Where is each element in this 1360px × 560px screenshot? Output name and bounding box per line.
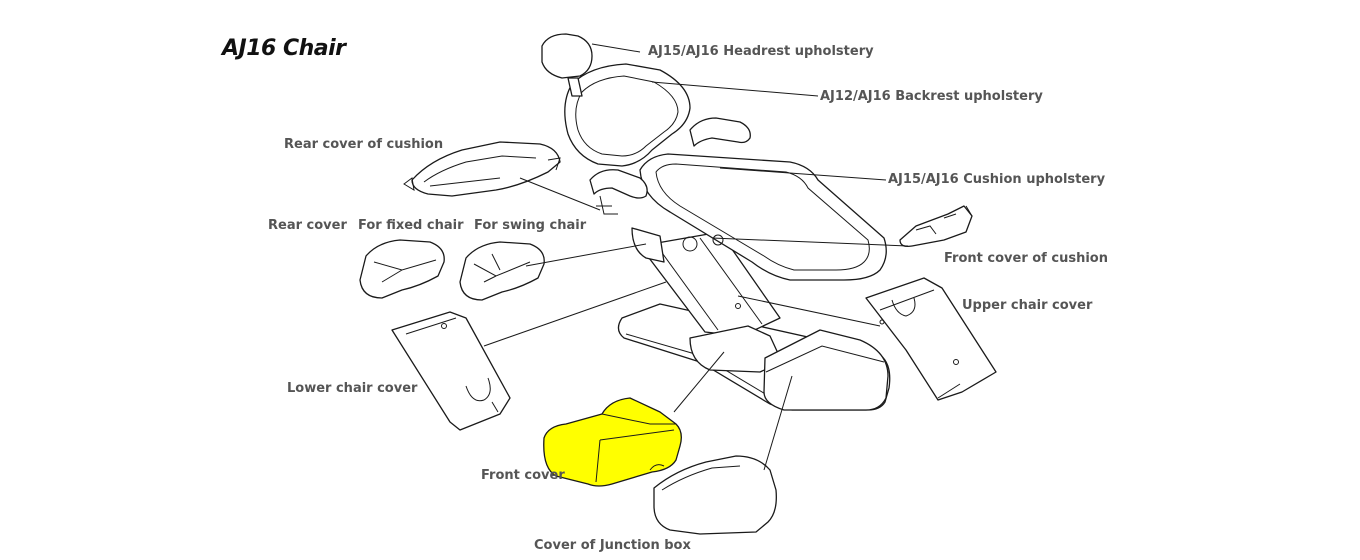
base-junction-block-edge bbox=[765, 345, 885, 373]
leader-lines bbox=[483, 43, 909, 471]
base-junction-block bbox=[763, 329, 889, 411]
chair-assembly bbox=[541, 33, 891, 411]
label-backrest: AJ12/AJ16 Backrest upholstery bbox=[820, 89, 1043, 104]
label-rear-cover-cushion: Rear cover of cushion bbox=[284, 137, 444, 152]
front-cover-of-cushion-part bbox=[899, 205, 973, 248]
label-headrest: AJ15/AJ16 Headrest upholstery bbox=[648, 44, 874, 59]
diagram-title: AJ16 Chair bbox=[222, 36, 346, 61]
label-cushion: AJ15/AJ16 Cushion upholstery bbox=[888, 172, 1106, 187]
leader-backrest bbox=[651, 81, 819, 97]
headrest bbox=[541, 33, 593, 79]
junction-box-cover-part bbox=[653, 455, 777, 535]
leader-front-cover bbox=[673, 351, 725, 413]
leader-junction-box bbox=[763, 375, 793, 471]
armrest-right bbox=[689, 117, 751, 147]
label-fixed-chair: For fixed chair bbox=[358, 218, 464, 233]
column-screw bbox=[735, 303, 741, 309]
leader-headrest bbox=[591, 43, 641, 53]
leader-swing-chair bbox=[525, 243, 647, 267]
front-cover-part bbox=[543, 397, 682, 487]
headrest-stem bbox=[567, 77, 583, 97]
fitted-rear-cover bbox=[631, 227, 665, 263]
leader-cushion bbox=[719, 167, 887, 181]
leader-upper-chair-cover bbox=[737, 295, 881, 327]
leader-rear-cover-cushion bbox=[519, 177, 601, 211]
rear-cover-swing-part bbox=[459, 241, 545, 301]
label-lower-chair-cover: Lower chair cover bbox=[287, 381, 418, 396]
label-upper-chair-cover: Upper chair cover bbox=[962, 298, 1093, 313]
backrest-inner bbox=[575, 75, 679, 157]
chair-column-edge bbox=[659, 237, 763, 331]
seat-cushion bbox=[639, 153, 887, 281]
backrest bbox=[564, 63, 691, 167]
label-front-cover-cushion: Front cover of cushion bbox=[944, 251, 1108, 266]
rear-cover-of-cushion-part bbox=[403, 141, 561, 197]
label-swing-chair: For swing chair bbox=[474, 218, 587, 233]
swivel-joint-inner bbox=[712, 234, 724, 246]
lower-chair-cover-part bbox=[391, 311, 511, 431]
swivel-joint bbox=[682, 236, 698, 252]
upper-chair-cover-part bbox=[865, 277, 997, 401]
leader-lower-chair-cover bbox=[483, 281, 667, 347]
label-front-cover: Front cover bbox=[481, 468, 565, 483]
label-junction-box: Cover of Junction box bbox=[534, 538, 691, 553]
label-rear-cover: Rear cover bbox=[268, 218, 347, 233]
rear-cover-fixed-part bbox=[359, 239, 445, 299]
armrest-left bbox=[589, 169, 648, 199]
armrest-bracket bbox=[596, 195, 618, 215]
leader-front-cover-cushion bbox=[711, 237, 909, 247]
base-front-block bbox=[689, 325, 783, 373]
